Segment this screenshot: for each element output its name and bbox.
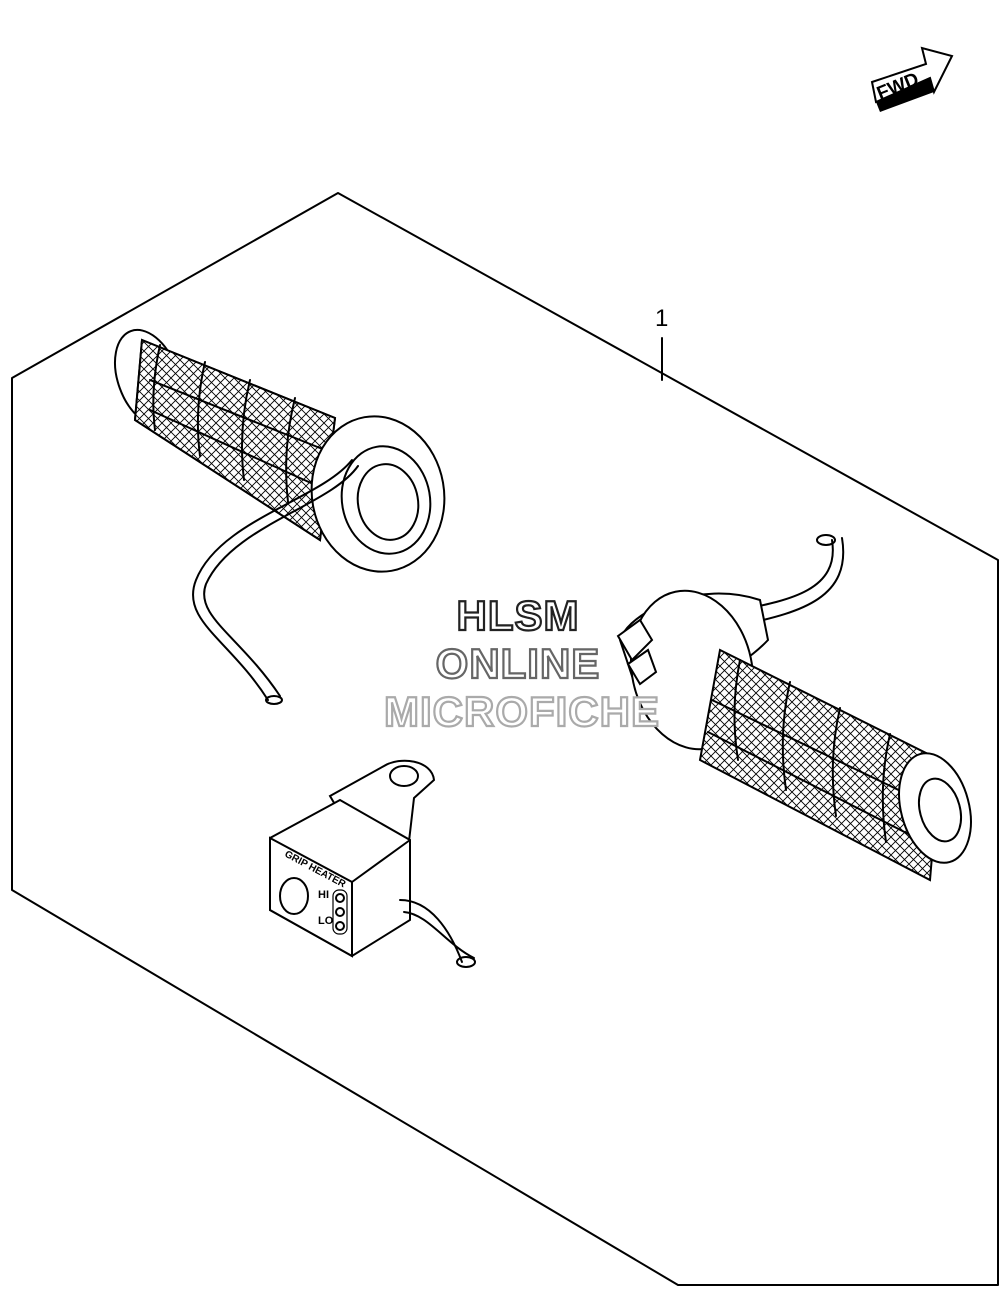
grip-heater-switch: GRIP HEATER HI LO	[269, 759, 476, 968]
kit-boundary	[11, 192, 999, 1286]
switch-hi-label: HI	[318, 889, 329, 901]
left-grip	[114, 328, 446, 705]
callout-number: 1	[655, 305, 668, 332]
indicator-lo-icon	[335, 921, 345, 931]
fwd-arrow-icon: FWD	[870, 46, 954, 112]
watermark-line3: MICROFICHE	[384, 688, 660, 735]
switch-lo-label: LO	[318, 915, 334, 927]
switch-button-icon	[279, 877, 309, 915]
watermark: HLSM ONLINE MICROFICHE	[383, 591, 660, 736]
right-grip	[616, 534, 972, 882]
watermark-line2: ONLINE	[436, 640, 601, 687]
watermark-line1: HLSM	[457, 592, 580, 639]
indicator-hi-icon	[335, 893, 345, 903]
callout-1: 1	[655, 305, 668, 381]
